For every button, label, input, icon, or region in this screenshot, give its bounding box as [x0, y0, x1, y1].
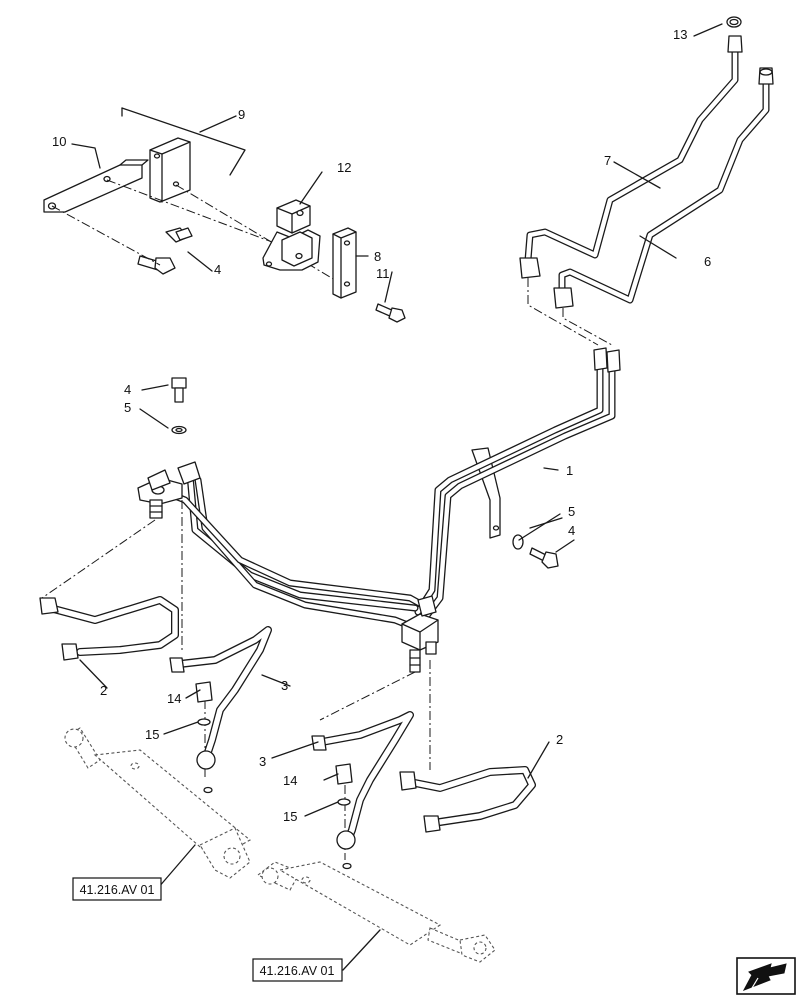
- pipe-clamp: [262, 199, 321, 271]
- callout-8: 8: [374, 249, 381, 264]
- hose-right-3: [311, 711, 414, 844]
- callout-11: 11: [376, 266, 390, 281]
- callout-15-right: 15: [283, 809, 297, 824]
- callout-12: 12: [337, 160, 351, 175]
- bracket-assembly: [43, 107, 406, 323]
- callout-2-left: 2: [100, 683, 107, 698]
- next-page-arrow-icon[interactable]: [736, 957, 796, 995]
- cylinder-upper: [64, 727, 251, 879]
- callout-13: 13: [673, 27, 687, 42]
- callout-7: 7: [604, 153, 611, 168]
- hose-left-2: [39, 596, 179, 661]
- bolt-upper: [165, 227, 193, 243]
- callout-5-left: 5: [124, 400, 131, 415]
- callout-3-right: 3: [259, 754, 266, 769]
- callout-4-right: 4: [568, 523, 575, 538]
- callout-15-left: 15: [145, 727, 159, 742]
- angle-bracket: [43, 164, 143, 213]
- callout-9: 9: [238, 107, 245, 122]
- clamp-strap: [332, 227, 357, 299]
- steel-tubes-upper: [519, 16, 774, 346]
- cylinder-lower: [256, 861, 496, 963]
- main-tube-assembly: [137, 347, 621, 673]
- hose-left-3: [169, 626, 272, 756]
- callout-5-right: 5: [568, 504, 575, 519]
- callout-4-bracket: 4: [214, 262, 221, 277]
- reference-label-upper: 41.216.AV 01: [80, 883, 155, 897]
- callout-14-right: 14: [283, 773, 297, 788]
- callout-3-left: 3: [281, 678, 288, 693]
- banjo-left: [195, 681, 216, 794]
- callout-10: 10: [52, 134, 66, 149]
- bolt-lower: [137, 255, 176, 275]
- fasteners-right: [512, 534, 559, 569]
- callout-2-right: 2: [556, 732, 563, 747]
- o-ring: [726, 16, 742, 28]
- fasteners-left: [171, 377, 187, 435]
- reference-box-lower[interactable]: 41.216.AV 01: [252, 958, 343, 982]
- banjo-right: [335, 763, 356, 870]
- callout-leaders: [71, 23, 723, 971]
- reference-box-upper[interactable]: 41.216.AV 01: [72, 877, 162, 901]
- mounting-plate: [149, 137, 191, 203]
- callout-4-left: 4: [124, 382, 131, 397]
- screw: [375, 303, 406, 323]
- callout-14-left: 14: [167, 691, 181, 706]
- hose-right-2: [399, 766, 536, 833]
- reference-label-lower: 41.216.AV 01: [260, 964, 335, 978]
- callout-6: 6: [704, 254, 711, 269]
- callout-1: 1: [566, 463, 573, 478]
